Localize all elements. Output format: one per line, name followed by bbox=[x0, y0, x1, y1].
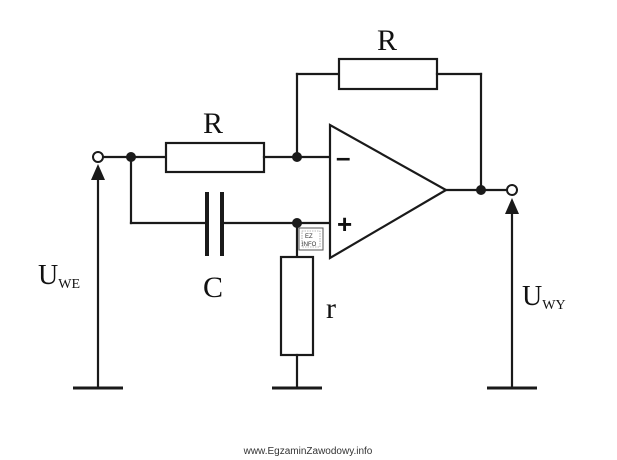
output-voltage-subscript: WY bbox=[542, 298, 565, 313]
junction-inverting bbox=[292, 152, 302, 162]
noninverting-input-sign: + bbox=[337, 209, 352, 239]
junction-output bbox=[476, 185, 486, 195]
op-amp-triangle bbox=[328, 123, 449, 260]
input-voltage-arrowhead bbox=[91, 164, 105, 180]
capacitor-label: C bbox=[203, 271, 223, 304]
ground-resistor-label: r bbox=[326, 292, 336, 325]
output-voltage-label: UWY bbox=[522, 281, 566, 313]
badge-line2: INFO bbox=[302, 242, 317, 248]
ezinfo-badge-logo: EZ INFO bbox=[298, 227, 324, 251]
input-terminal bbox=[92, 151, 104, 163]
inverting-input-sign: – bbox=[336, 142, 350, 172]
input-voltage-subscript: WE bbox=[58, 277, 80, 292]
junction-input bbox=[126, 152, 136, 162]
junction-noninverting bbox=[292, 218, 302, 228]
input-voltage-label: UWE bbox=[38, 260, 80, 292]
feedback-resistor bbox=[337, 57, 439, 91]
feedback-resistor-label: R bbox=[377, 24, 397, 57]
input-voltage-main: U bbox=[38, 260, 58, 291]
input-resistor-label: R bbox=[203, 107, 223, 140]
badge-line1: EZ bbox=[305, 234, 313, 240]
ground-resistor bbox=[279, 255, 315, 357]
output-voltage-main: U bbox=[522, 281, 542, 312]
watermark-text: www.EgzaminZawodowy.info bbox=[243, 446, 373, 457]
output-terminal bbox=[506, 184, 518, 196]
input-resistor bbox=[164, 141, 266, 174]
output-voltage-arrowhead bbox=[505, 198, 519, 214]
